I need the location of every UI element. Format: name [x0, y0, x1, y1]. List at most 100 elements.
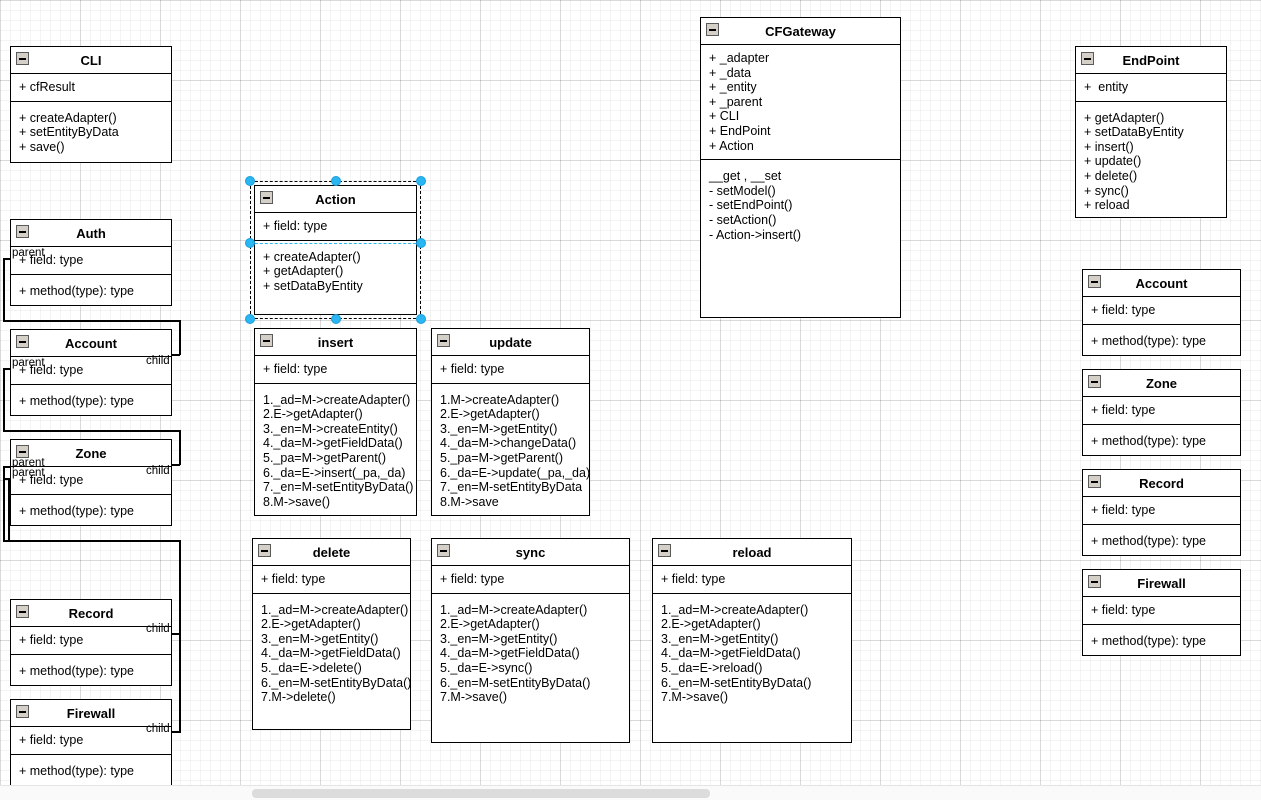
resize-handle-5[interactable]	[245, 314, 255, 324]
minus-glyph	[19, 710, 26, 713]
attribute-line: + _entity	[709, 80, 757, 95]
method-line: + reload	[1084, 198, 1130, 213]
uml-class-auth[interactable]: Auth+ field: type+ method(type): type	[10, 219, 172, 306]
uml-class-cfgateway[interactable]: CFGateway+ _adapter+ _data+ _entity+ _pa…	[700, 17, 901, 318]
uml-class-endpoint[interactable]: EndPoint+ entity+ getAdapter()+ setDataB…	[1075, 46, 1227, 218]
collapse-minus-icon[interactable]	[1088, 475, 1101, 488]
minus-glyph	[19, 450, 26, 453]
class-header: sync	[432, 539, 629, 566]
uml-class-record[interactable]: Record+ field: type+ method(type): type	[1082, 469, 1241, 556]
horizontal-scrollbar-thumb[interactable]	[252, 789, 710, 798]
class-name: Record	[1139, 475, 1184, 491]
uml-class-record[interactable]: Record+ field: type+ method(type): type	[10, 599, 172, 686]
attribute-line: + entity	[1084, 80, 1129, 94]
minus-glyph	[440, 339, 447, 342]
resize-handle-1[interactable]	[330, 176, 341, 186]
edge-label-child[interactable]: child	[146, 355, 170, 367]
collapse-minus-icon[interactable]	[437, 334, 450, 347]
collapse-minus-icon[interactable]	[260, 191, 273, 204]
attribute-line: + field: type	[263, 362, 328, 376]
methods-compartment: + method(type): type	[1083, 625, 1240, 655]
collapse-minus-icon[interactable]	[706, 23, 719, 36]
collapse-minus-icon[interactable]	[16, 225, 29, 238]
resize-handle-3[interactable]	[245, 238, 255, 248]
connector-line[interactable]	[3, 368, 5, 430]
uml-class-firewall[interactable]: Firewall+ field: type+ method(type): typ…	[1082, 569, 1241, 656]
resize-handle-4[interactable]	[416, 238, 426, 248]
edge-label-parent[interactable]: parent	[12, 357, 45, 369]
collapse-minus-icon[interactable]	[1088, 275, 1101, 288]
collapse-minus-icon[interactable]	[1088, 375, 1101, 388]
selection-mid-divider	[250, 243, 421, 244]
edge-label-parent[interactable]: parent	[12, 467, 45, 479]
collapse-minus-icon[interactable]	[1081, 52, 1094, 65]
connector-line[interactable]	[179, 320, 181, 355]
resize-handle-2[interactable]	[416, 176, 426, 186]
resize-handle-7[interactable]	[416, 314, 426, 324]
collapse-minus-icon[interactable]	[260, 334, 273, 347]
method-line: 3._en=M->getEntity()	[661, 631, 779, 646]
methods-compartment: 1._ad=M->createAdapter()2.E->getAdapter(…	[255, 384, 416, 516]
connector-line[interactable]	[3, 320, 180, 322]
resize-handle-0[interactable]	[245, 176, 255, 186]
method-line: + method(type): type	[19, 763, 134, 778]
collapse-minus-icon[interactable]	[437, 544, 450, 557]
method-line: 4._da=M->getFieldData()	[261, 646, 401, 661]
connector-line[interactable]	[3, 368, 10, 370]
uml-class-firewall[interactable]: Firewall+ field: type+ method(type): typ…	[10, 699, 172, 786]
uml-class-zone[interactable]: Zone+ field: type+ method(type): type	[10, 439, 172, 526]
connector-line[interactable]	[3, 466, 10, 468]
edge-label-parent[interactable]: parent	[12, 247, 45, 259]
connector-line[interactable]	[8, 478, 10, 540]
method-line: + method(type): type	[19, 663, 134, 678]
class-header: update	[432, 329, 589, 356]
collapse-minus-icon[interactable]	[16, 445, 29, 458]
method-line: 3._en=M->getEntity()	[440, 421, 558, 436]
uml-class-account[interactable]: Account+ field: type+ method(type): type	[10, 329, 172, 416]
resize-handle-6[interactable]	[330, 314, 341, 324]
connector-line[interactable]	[3, 478, 10, 480]
collapse-minus-icon[interactable]	[16, 335, 29, 348]
connector-line[interactable]	[179, 633, 181, 733]
collapse-minus-icon[interactable]	[16, 605, 29, 618]
connector-line[interactable]	[179, 430, 181, 465]
attributes-compartment: + field: type	[1083, 497, 1240, 525]
connector-line[interactable]	[3, 540, 180, 543]
attributes-compartment: + field: type	[432, 356, 589, 384]
collapse-minus-icon[interactable]	[258, 544, 271, 557]
uml-class-cli[interactable]: CLI+ cfResult+ createAdapter()+ setEntit…	[10, 46, 172, 163]
uml-class-action[interactable]: Action+ field: type+ createAdapter()+ ge…	[254, 185, 417, 315]
method-line: 4._da=M->changeData()	[440, 436, 577, 451]
class-name: EndPoint	[1122, 52, 1180, 68]
uml-class-zone[interactable]: Zone+ field: type+ method(type): type	[1082, 369, 1241, 456]
minus-glyph	[263, 339, 270, 342]
edge-label-child[interactable]: child	[146, 723, 170, 735]
class-header: Record	[1083, 470, 1240, 497]
edge-label-child[interactable]: child	[146, 465, 170, 477]
collapse-minus-icon[interactable]	[658, 544, 671, 557]
collapse-minus-icon[interactable]	[16, 52, 29, 65]
method-line: 2.E->getAdapter()	[261, 617, 361, 632]
uml-class-account[interactable]: Account+ field: type+ method(type): type	[1082, 269, 1241, 356]
connector-line[interactable]	[3, 478, 5, 542]
collapse-minus-icon[interactable]	[1088, 575, 1101, 588]
class-header: delete	[253, 539, 410, 566]
method-line: 5._da=E->reload()	[661, 660, 763, 675]
class-name: CLI	[80, 52, 102, 68]
edge-label-child[interactable]: child	[146, 623, 170, 635]
horizontal-scrollbar[interactable]	[0, 785, 1261, 800]
method-line: 3._en=M->createEntity()	[263, 421, 398, 436]
connector-line[interactable]	[3, 258, 5, 320]
connector-line[interactable]	[3, 430, 180, 432]
minus-glyph	[440, 549, 447, 552]
connector-line[interactable]	[179, 540, 182, 635]
collapse-minus-icon[interactable]	[16, 705, 29, 718]
connector-line[interactable]	[3, 258, 10, 260]
edge-label-parent[interactable]: parent	[12, 457, 45, 469]
